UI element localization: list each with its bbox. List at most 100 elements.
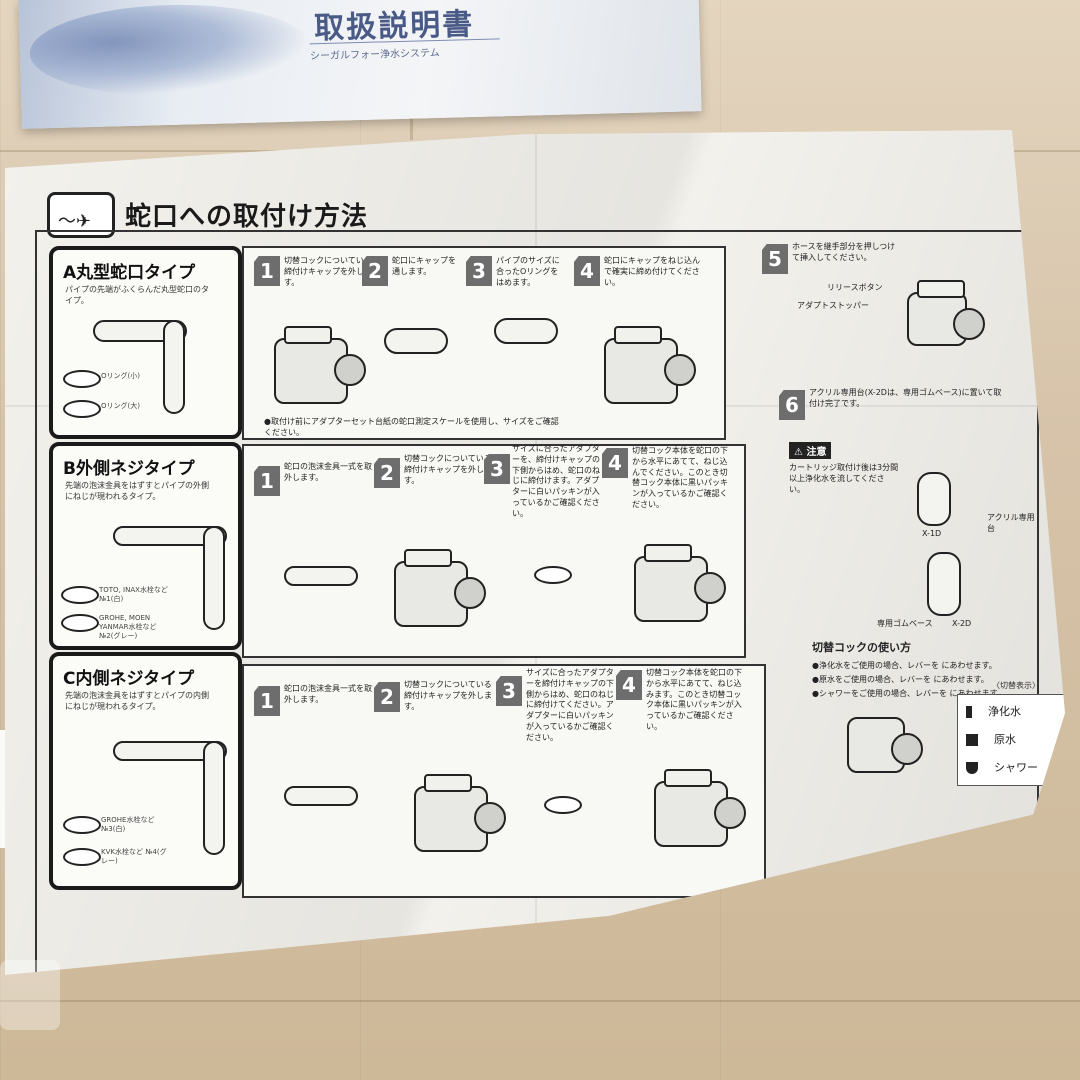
faucet-pipe-illustration <box>284 566 358 586</box>
filtered-water-icon <box>966 706 972 718</box>
step-number: 4 <box>602 448 628 478</box>
floor-board-seam <box>0 1000 1080 1002</box>
type-card-b: B外側ネジタイプ 先端の泡沫金具をはずすとパイプの外側にねじが現われるタイプ。 … <box>49 442 242 650</box>
adapter-3-label: GROHE水栓など №3(白) <box>101 816 155 834</box>
usage-item: ●原水をご使用の場合、レバーを にあわせます。 <box>812 675 989 684</box>
faucet-illustration <box>113 526 227 546</box>
switch-cock-illustration <box>634 544 726 622</box>
type-c-title: C内側ネジタイプ <box>63 669 195 689</box>
plastic-bag-corner <box>0 960 60 1030</box>
instruction-frame: A丸型蛇口タイプ パイプの先端がふくらんだ丸型蛇口のタイプ。 Oリング(小) O… <box>35 230 1065 975</box>
step-number: 1 <box>254 686 280 716</box>
step-text: 切替コックについている締付けキャップを外します。 <box>404 454 492 485</box>
model-x2d-label: X-2D <box>952 619 972 628</box>
step-number: 6 <box>779 390 805 420</box>
indicator-raw: 原水 <box>966 731 1016 747</box>
row-a-note: ●取付け前にアダプターセット台紙の蛇口測定スケールを使用し、サイズをご確認くださ… <box>264 417 559 438</box>
adapter-1-label: TOTO, INAX水栓など №1(白) <box>99 586 168 604</box>
adapter-3-illustration <box>63 816 101 834</box>
adapter-1-illustration <box>61 586 99 604</box>
adapter-2-label: GROHE, MOEN YANMAR水栓など №2(グレー) <box>99 614 157 641</box>
step-text: 蛇口にキャップを通します。 <box>392 256 456 276</box>
indicator-shower: シャワー <box>966 759 1038 775</box>
type-c-description: 先端の泡沫金具をはずすとパイプの内側にねじが現われるタイプ。 <box>65 691 209 712</box>
step-text: サイズに合ったアダプターを締付けキャップの下側からはめ、蛇口のねじに締付けてくだ… <box>526 668 614 742</box>
step-number: 3 <box>466 256 492 286</box>
faucet-pipe-illustration <box>384 328 448 354</box>
faucet-illustration <box>113 741 227 761</box>
acrylic-stand-label: アクリル専用台 <box>987 513 1035 534</box>
adapter-2-illustration <box>61 614 99 632</box>
cover-subtitle: シーガルフォー浄水システム <box>309 38 501 63</box>
step-text: 切替コックについている締付けキャップを外します。 <box>404 680 492 711</box>
release-button-label: リリースボタン <box>827 283 883 292</box>
shower-icon <box>966 762 978 774</box>
cartridge-x1d-illustration <box>917 472 951 526</box>
type-b-description: 先端の泡沫金具をはずすとパイプの外側にねじが現われるタイプ。 <box>65 481 209 502</box>
sheet-title: 蛇口への取付け方法 <box>125 202 369 232</box>
type-card-a: A丸型蛇口タイプ パイプの先端がふくらんだ丸型蛇口のタイプ。 Oリング(小) O… <box>49 246 242 439</box>
seagull-icon: 〜✈ <box>58 211 92 232</box>
type-b-title: B外側ネジタイプ <box>63 459 195 479</box>
usage-title: 切替コックの使い方 <box>812 641 911 654</box>
adapter-4-label: KVK水栓など №4(グレー) <box>101 848 167 866</box>
step-text: 蛇口の泡沫金具一式を取外します。 <box>284 462 372 482</box>
faucet-pipe-illustration <box>284 786 358 806</box>
manual-cover: 取扱説明書 シーガルフォー浄水システム <box>18 0 702 129</box>
type-card-c: C内側ネジタイプ 先端の泡沫金具をはずすとパイプの内側にねじが現われるタイプ。 … <box>49 652 242 890</box>
type-a-description: パイプの先端がふくらんだ丸型蛇口のタイプ。 <box>65 285 209 306</box>
switch-cock-illustration <box>654 769 746 847</box>
type-a-title: A丸型蛇口タイプ <box>63 263 196 283</box>
step-text: 蛇口の泡沫金具一式を取外します。 <box>284 684 372 704</box>
indicator-filtered: 浄化水 <box>966 703 1021 719</box>
cover-wave-graphic <box>28 1 311 99</box>
o-ring-large-illustration <box>63 400 101 418</box>
step-number: 5 <box>762 244 788 274</box>
adapter-4-illustration <box>63 848 101 866</box>
usage-item: ●シャワーをご使用の場合、レバーを にあわせます。 <box>812 689 1005 698</box>
step-text: 切替コック本体を蛇口の下から水平にあてて、ねじ込んでください。このとき切替コック… <box>632 446 728 509</box>
switch-cock-illustration <box>274 326 366 404</box>
switch-cock-illustration <box>604 326 696 404</box>
step-number: 4 <box>574 256 600 286</box>
o-ring-large-label: Oリング(大) <box>101 402 140 410</box>
step-number: 1 <box>254 256 280 286</box>
faucet-pipe-illustration <box>494 318 558 344</box>
steps-row-a: 1 切替コックについている締付けキャップを外します。 2 蛇口にキャップを通しま… <box>242 246 726 440</box>
step-5-text: ホースを継手部分を押しつけて挿入してください。 <box>792 242 896 262</box>
o-ring-small-illustration <box>63 370 101 388</box>
switch-cock-illustration <box>394 549 486 627</box>
o-ring-small-label: Oリング(小) <box>101 372 140 380</box>
step-number: 1 <box>254 466 280 496</box>
step-6-text: アクリル専用台(X-2Dは、専用ゴムベース)に置いて取付け完了です。 <box>809 388 1002 408</box>
caution-badge: ⚠ 注意 <box>789 442 832 459</box>
step-number: 2 <box>374 682 400 712</box>
step-text: サイズに合ったアダプターを、締付けキャップの下側からはめ、蛇口のねじに締付けます… <box>512 444 600 518</box>
switch-cock-illustration <box>907 280 985 346</box>
step-number: 3 <box>496 676 522 706</box>
caution-text: カートリッジ取付け後は3分間以上浄化水を流してください。 <box>789 463 899 495</box>
step-text: 蛇口にキャップをねじ込んで確実に締め付けてください。 <box>604 256 700 287</box>
rubber-base-label: 専用ゴムベース <box>877 619 933 628</box>
cartridge-x2d-illustration <box>927 552 961 616</box>
adapter-illustration <box>544 796 582 814</box>
steps-row-b: 1 蛇口の泡沫金具一式を取外します。 2 切替コックについている締付けキャップを… <box>242 444 746 658</box>
instruction-sheet: 〜✈ 蛇口への取付け方法 A丸型蛇口タイプ パイプの先端がふくらんだ丸型蛇口のタ… <box>5 130 1065 975</box>
faucet-body-illustration <box>163 320 185 414</box>
faucet-body-illustration <box>203 526 225 630</box>
switch-cock-illustration <box>414 774 506 852</box>
steps-row-c: 1 蛇口の泡沫金具一式を取外します。 2 切替コックについている締付けキャップを… <box>242 664 766 898</box>
raw-water-icon <box>966 734 978 746</box>
step-text: 切替コック本体を蛇口の下から水平にあてて、ねじ込みます。このとき切替コック本体に… <box>646 668 742 731</box>
model-x1d-label: X-1D <box>922 529 942 538</box>
adapter-stopper-label: アダプトストッパー <box>797 301 869 310</box>
indicator-caption: 〈切替表示〉 <box>992 681 1040 690</box>
step-number: 4 <box>616 670 642 700</box>
caution-label: 注意 <box>806 447 827 458</box>
switch-cock-lever-illustration <box>847 717 923 773</box>
usage-item: ●浄化水をご使用の場合、レバーを にあわせます。 <box>812 661 997 670</box>
faucet-body-illustration <box>203 741 225 855</box>
step-text: パイプのサイズに合ったOリングをはめます。 <box>496 256 560 287</box>
step-text: 切替コックについている締付けキャップを外します。 <box>284 256 372 287</box>
step-number: 3 <box>484 454 510 484</box>
